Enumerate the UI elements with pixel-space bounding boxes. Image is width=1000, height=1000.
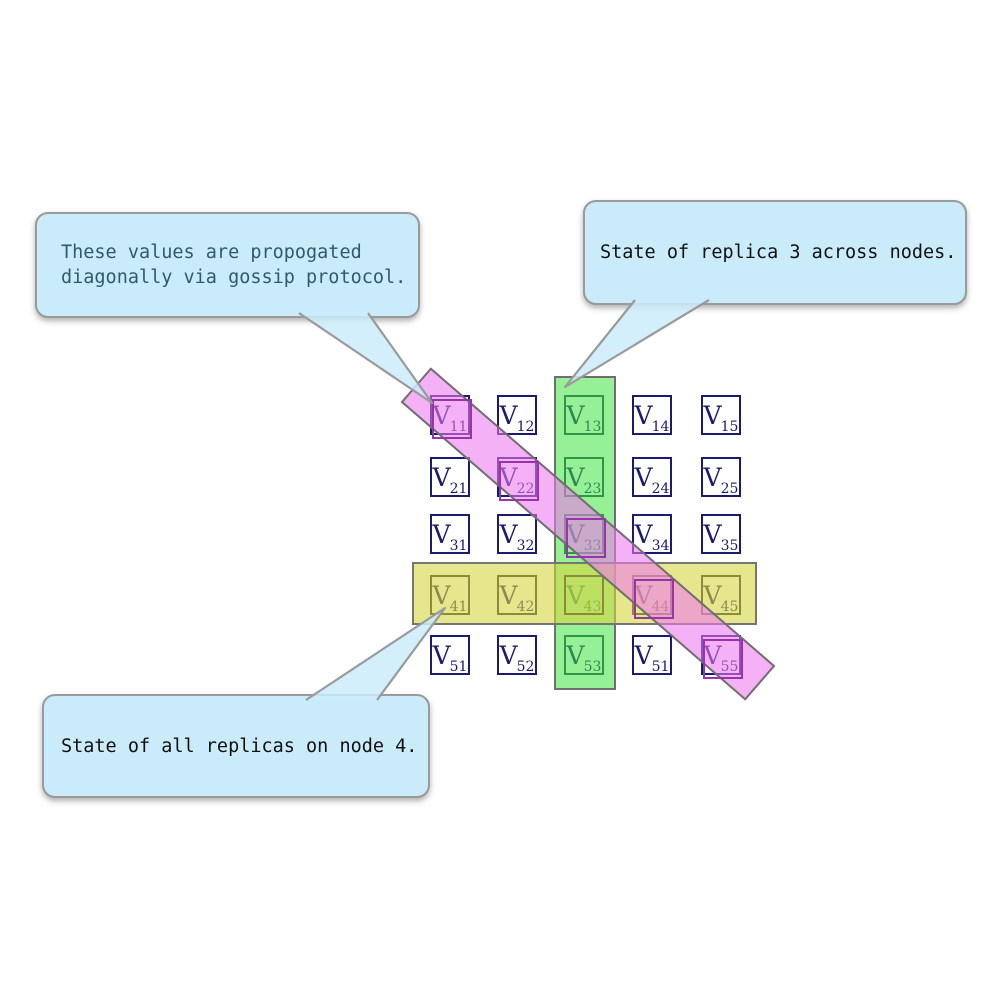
matrix-cell-v51: V51 — [632, 635, 672, 675]
row-highlight-cell-box — [701, 575, 741, 615]
matrix-cell-v24: V24 — [632, 457, 672, 497]
row-highlight-cell-box — [430, 575, 470, 615]
matrix-cell-v51: V51 — [430, 635, 470, 675]
diagonal-highlight-cell-box — [432, 399, 472, 439]
callout-tail-column — [563, 299, 710, 389]
callout-text: State of all replicas on node 4. — [61, 735, 418, 757]
matrix-cell-v31: V31 — [430, 514, 470, 554]
cell-label: V14 — [634, 400, 670, 435]
diagonal-highlight-cell-box — [499, 461, 539, 501]
diagonal-highlight-cell-box — [566, 518, 606, 558]
matrix-cell-v12: V12 — [497, 395, 537, 435]
matrix-cell-v35: V35 — [701, 514, 741, 554]
column-highlight-cell-box — [564, 457, 604, 497]
matrix-cell-v15: V15 — [701, 395, 741, 435]
callout-replica3-column: State of replica 3 across nodes. — [583, 200, 967, 305]
callout-text: diagonally via gossip protocol. — [61, 267, 407, 288]
callout-text: These values are propogated — [61, 242, 362, 263]
cell-label: V52 — [499, 640, 535, 675]
diagonal-highlight-cell-box — [634, 579, 674, 619]
row-highlight-cell-box — [497, 575, 537, 615]
matrix-cell-v52: V52 — [497, 635, 537, 675]
callout-node4-row: State of all replicas on node 4. — [42, 694, 430, 798]
row-highlight-cell-box — [564, 575, 604, 615]
column-highlight-cell-box — [564, 395, 604, 435]
cell-label: V51 — [634, 640, 670, 675]
cell-label: V25 — [703, 462, 739, 497]
matrix-cell-v25: V25 — [701, 457, 741, 497]
callout-text: State of replica 3 across nodes. — [600, 242, 957, 263]
cell-label: V12 — [499, 400, 535, 435]
matrix-cell-v21: V21 — [430, 457, 470, 497]
matrix-cell-v14: V14 — [632, 395, 672, 435]
diagonal-highlight-cell-box — [703, 639, 743, 679]
cell-label: V34 — [634, 519, 670, 554]
cell-label: V35 — [703, 519, 739, 554]
cell-label: V21 — [432, 462, 468, 497]
cell-label: V31 — [432, 519, 468, 554]
callout-diagonal-gossip: These values are propogated diagonally v… — [35, 212, 420, 318]
cell-label: V32 — [499, 519, 535, 554]
cell-label: V51 — [432, 640, 468, 675]
matrix-cell-v32: V32 — [497, 514, 537, 554]
column-highlight-cell-box — [564, 635, 604, 675]
cell-label: V24 — [634, 462, 670, 497]
cell-label: V15 — [703, 400, 739, 435]
